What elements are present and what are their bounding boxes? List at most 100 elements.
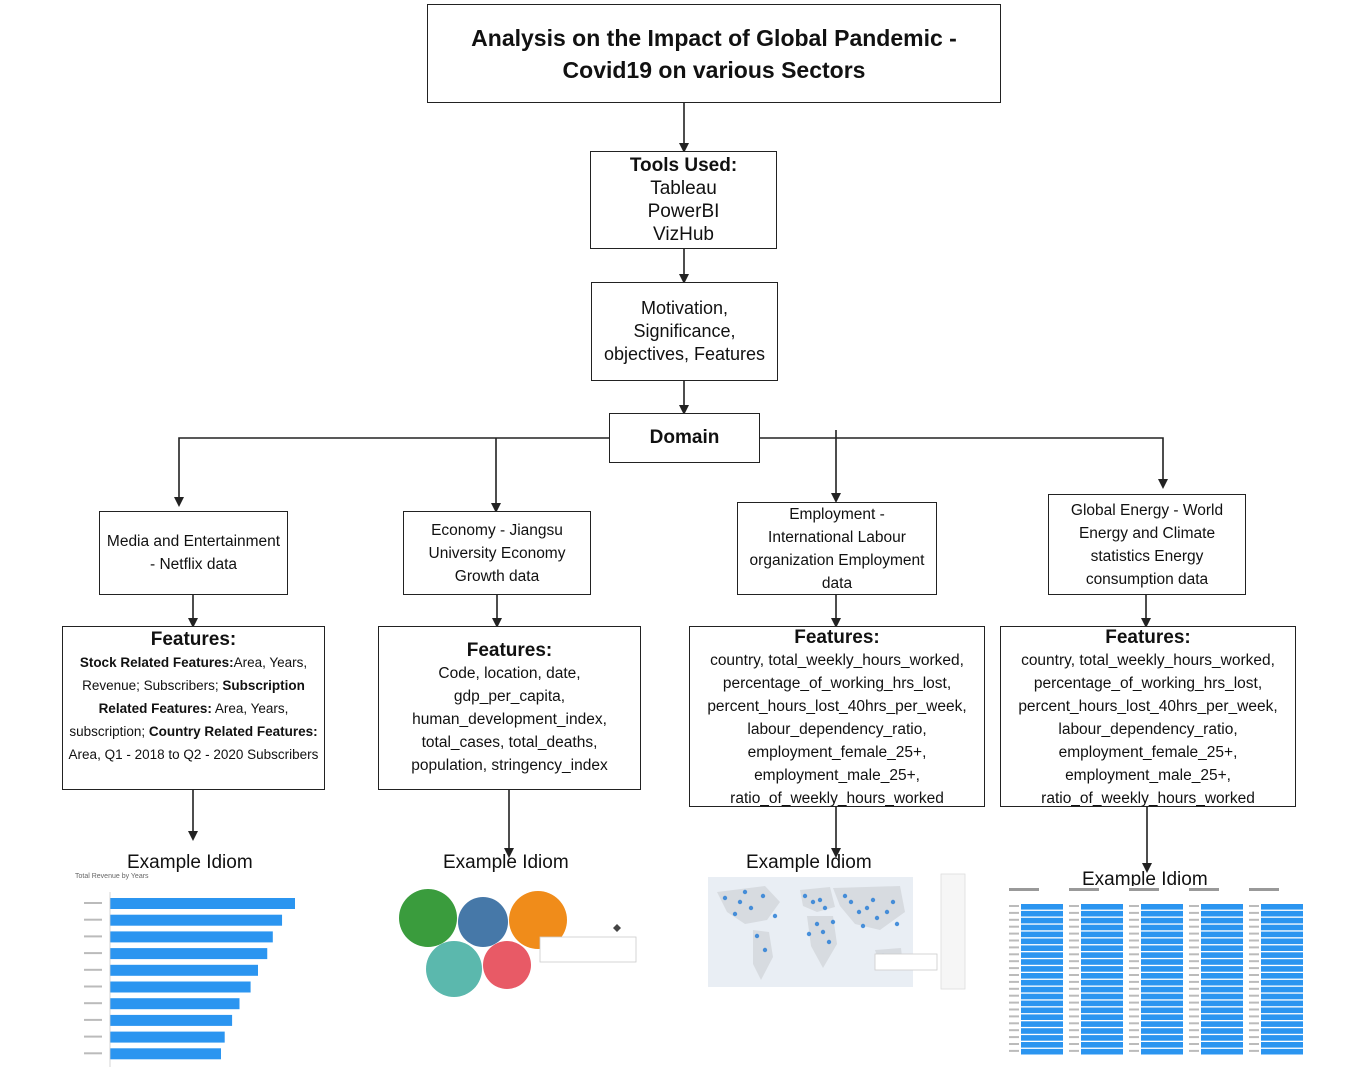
table-thumb-year [1009, 974, 1019, 976]
features-economy-line-1: Code, location, date, [438, 664, 581, 682]
domain-energy-line-2: Energy and Climate [1078, 524, 1216, 542]
domain-employment-line-4: data [821, 574, 853, 592]
table-thumb-cell [1021, 1048, 1063, 1055]
table-thumb-cell [1141, 1000, 1183, 1007]
features-economy-line-4: total_cases, total_deaths, [421, 733, 598, 751]
table-thumb-year [1249, 1008, 1259, 1011]
table-thumb-cell [1141, 993, 1183, 1000]
map-thumb-svg [708, 873, 966, 990]
features-energy-line-3: percent_hours_lost_40hrs_per_week, [1018, 698, 1278, 715]
table-thumb-cell [1141, 1048, 1183, 1055]
table-thumb-year [1009, 1008, 1019, 1011]
domain-energy-line-4: consumption data [1085, 570, 1209, 588]
bubble-thumb-circle [399, 889, 457, 947]
table-thumb-year [1189, 918, 1199, 921]
table-thumb-year [1249, 905, 1259, 907]
features-employment-line-1: country, total_weekly_hours_worked, [710, 652, 964, 669]
table-thumb-year [1129, 1043, 1139, 1045]
table-thumb-cell [1141, 924, 1183, 931]
map-thumb-dot [748, 905, 754, 911]
table-thumb-year [1069, 1049, 1079, 1052]
table-thumb-cell [1081, 910, 1123, 917]
table-thumb-cell [1081, 952, 1123, 958]
table-thumb-cell [1141, 931, 1183, 938]
table-thumb-year [1249, 911, 1259, 914]
table-thumb-cell [1201, 979, 1243, 986]
domain-energy-line-1: Global Energy - World [1070, 501, 1224, 519]
map-thumb-dot [772, 913, 778, 919]
table-thumb-year [1129, 946, 1139, 949]
features-economy-line-3: human_development_index, [412, 710, 607, 728]
table-thumb-cell [1141, 1007, 1183, 1014]
table-thumb-year [1189, 980, 1199, 983]
features-economy: Features: Code, location, date, gdp_per_… [378, 626, 641, 790]
energy-table-thumbnail [1005, 886, 1307, 1066]
table-thumb-cell [1021, 966, 1063, 972]
bar-thumb-tick-label [84, 1052, 102, 1055]
table-thumb-cell [1021, 1021, 1063, 1027]
table-thumb-year [1189, 911, 1199, 914]
table-thumb-cell [1021, 1028, 1063, 1034]
table-thumb-cell [1261, 924, 1303, 931]
title-box: Analysis on the Impact of Global Pandemi… [427, 4, 1001, 103]
idiom-label-media: Example Idiom [127, 852, 253, 873]
table-thumb-cell [1141, 1035, 1183, 1041]
table-thumb-cell [1261, 952, 1303, 958]
map-thumb-dot [884, 909, 890, 915]
bar-thumb-tick-label [84, 1018, 102, 1021]
table-thumb-cell [1021, 938, 1063, 945]
map-thumb-dot [830, 919, 836, 925]
table-thumb-cell [1021, 924, 1063, 931]
tools-box: Tools Used: Tableau PowerBI VizHub [590, 151, 777, 249]
table-thumb-cell [1201, 1042, 1243, 1048]
table-thumb-cell [1201, 993, 1243, 1000]
table-thumb-year [1129, 1015, 1139, 1018]
bar-chart-thumbnail: Total Revenue by Years [70, 872, 310, 1082]
table-thumb-year [1009, 1036, 1019, 1039]
table-thumb-year [1189, 905, 1199, 907]
table-thumb-year [1249, 1015, 1259, 1018]
table-thumb-year [1189, 967, 1199, 970]
table-thumb-year [1069, 980, 1079, 983]
features-media-seg-1: Area, Years, Revenue; Subscribers; [82, 655, 308, 693]
table-thumb-year [1249, 960, 1259, 963]
bar-thumb-bar [110, 931, 273, 943]
table-thumb-cell [1261, 1035, 1303, 1041]
domain-employment-line-2: International Labour [768, 528, 906, 546]
table-thumb-year [1009, 953, 1019, 956]
table-thumb-year [1129, 1049, 1139, 1052]
bubble-thumb-circle [483, 941, 531, 989]
bar-thumb-bar [110, 1048, 221, 1060]
table-thumb-year [1189, 1015, 1199, 1018]
idiom-label-employment: Example Idiom [746, 852, 872, 873]
table-thumb-cell [1021, 904, 1063, 910]
map-thumbnail [705, 872, 967, 994]
table-thumb-cell [1261, 1021, 1303, 1027]
bar-thumb-bar [110, 998, 240, 1010]
table-thumb-year [1189, 994, 1199, 997]
table-thumb-year [1009, 932, 1019, 935]
table-thumb-cell [1201, 1048, 1243, 1055]
domain-media: Media and Entertainment - Netflix data [99, 511, 288, 595]
table-thumb-cell [1081, 917, 1123, 924]
bar-thumb-bar [110, 1031, 225, 1043]
title-line-2: Covid19 on various Sectors [562, 56, 866, 83]
table-thumb-cell [1201, 938, 1243, 945]
table-thumb-year [1009, 946, 1019, 949]
table-thumb-year [1009, 1049, 1019, 1052]
table-thumb-year [1129, 967, 1139, 970]
table-thumb-year [1009, 1015, 1019, 1018]
table-thumb-cell [1081, 966, 1123, 972]
table-thumb-year [1129, 1001, 1139, 1004]
domain-economy-line-3: Growth data [454, 567, 540, 585]
table-thumb-cell [1081, 1042, 1123, 1048]
table-thumb-year [1249, 946, 1259, 949]
map-thumb-dot [822, 905, 828, 911]
table-thumb-year [1189, 974, 1199, 976]
bar-thumb-tick-label [84, 985, 102, 988]
table-thumb-cell [1261, 931, 1303, 938]
table-thumb-cell [1201, 966, 1243, 972]
bar-thumb-bar [110, 1014, 233, 1026]
features-energy-line-5: employment_female_25+, [1058, 744, 1238, 761]
